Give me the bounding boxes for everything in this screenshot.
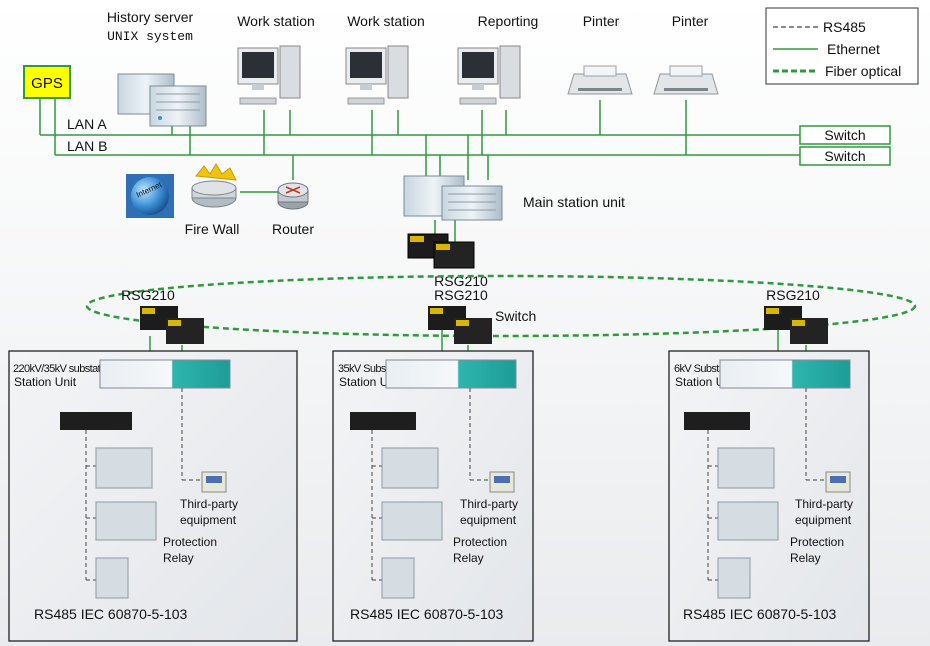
firewall-icon <box>191 163 237 208</box>
printer-2-icon <box>653 65 719 95</box>
rsg210-main-icon <box>407 233 475 269</box>
rsg210-center-label: RSG210 <box>434 287 488 303</box>
legend: RS485 Ethernet Fiber optical <box>765 7 919 85</box>
substation-left: 220kV/35kV substation Station Unit Third… <box>8 350 298 642</box>
substation-left-title: 220kV/35kV substation <box>13 363 113 375</box>
substation-left-protection-1: Protection <box>163 535 217 549</box>
main-station-unit-icon <box>403 175 503 221</box>
substation-center-protection-2: Relay <box>453 551 484 565</box>
substation-right-third-party-2: equipment <box>795 513 852 527</box>
printer-1-label: Pinter <box>583 13 620 29</box>
substation-center-converter <box>350 412 416 430</box>
substation-center-bus: RS485 IEC 60870-5-103 <box>350 606 504 622</box>
switch-a-label: Switch <box>824 127 865 143</box>
substation-left-protection-2: Relay <box>163 551 194 565</box>
substation-right-third-party-1: Third-party <box>795 497 853 511</box>
history-server-icon <box>117 73 207 127</box>
internet-globe-icon: Internet <box>126 174 174 218</box>
rsg210-left-icon <box>140 306 204 344</box>
gps-device: GPS <box>23 65 71 99</box>
substation-left-third-party-2: equipment <box>180 513 237 527</box>
legend-ethernet-label: Ethernet <box>827 41 880 57</box>
legend-rs485-label: RS485 <box>823 19 866 35</box>
substation-right-protection-2: Relay <box>790 551 821 565</box>
substation-left-bus: RS485 IEC 60870-5-103 <box>34 606 188 622</box>
history-server-label: History server <box>107 9 194 25</box>
rsg210-center-icon <box>428 306 492 344</box>
printer-1-icon <box>567 65 633 95</box>
substation-center: 35kV Substation Station Unit Third-party… <box>332 350 534 642</box>
reporting-workstation-icon <box>457 45 521 105</box>
switch-b-label: Switch <box>824 148 865 164</box>
lan-a-label: LAN A <box>67 116 107 132</box>
workstation-2-icon <box>345 45 409 105</box>
workstation-2-label: Work station <box>347 13 425 29</box>
unix-system-label: UNIX system <box>107 29 193 44</box>
reporting-label: Reporting <box>478 13 539 29</box>
substation-right-converter <box>684 412 750 430</box>
fiber-optic-ring <box>85 274 917 338</box>
workstation-1-icon <box>237 45 301 105</box>
substation-left-unit: Station Unit <box>14 375 77 389</box>
ring-switch-label: Switch <box>495 308 536 324</box>
legend-fiber-label: Fiber optical <box>825 63 901 79</box>
router-icon <box>277 182 309 210</box>
printer-2-label: Pinter <box>672 13 709 29</box>
workstation-1-label: Work station <box>237 13 315 29</box>
substation-left-third-party-1: Third-party <box>180 497 238 511</box>
substation-left-converter <box>60 412 132 430</box>
main-station-label: Main station unit <box>523 194 625 210</box>
rsg210-left-label: RSG210 <box>121 287 175 303</box>
rsg210-right-label: RSG210 <box>766 287 820 303</box>
substation-right: 6kV Substation Station Unit Third-party … <box>668 350 870 642</box>
rsg210-main-label: RSG210 <box>434 273 488 289</box>
gps-label: GPS <box>31 75 63 92</box>
substation-center-third-party-2: equipment <box>460 513 517 527</box>
substation-right-bus: RS485 IEC 60870-5-103 <box>683 606 837 622</box>
firewall-label: Fire Wall <box>185 221 240 237</box>
router-label: Router <box>272 221 314 237</box>
lan-b-label: LAN B <box>67 138 107 154</box>
switch-b: Switch <box>799 146 891 166</box>
substation-right-protection-1: Protection <box>790 535 844 549</box>
substation-center-third-party-1: Third-party <box>460 497 518 511</box>
switch-a: Switch <box>799 125 891 145</box>
substation-center-protection-1: Protection <box>453 535 507 549</box>
rsg210-right-icon <box>764 306 828 344</box>
